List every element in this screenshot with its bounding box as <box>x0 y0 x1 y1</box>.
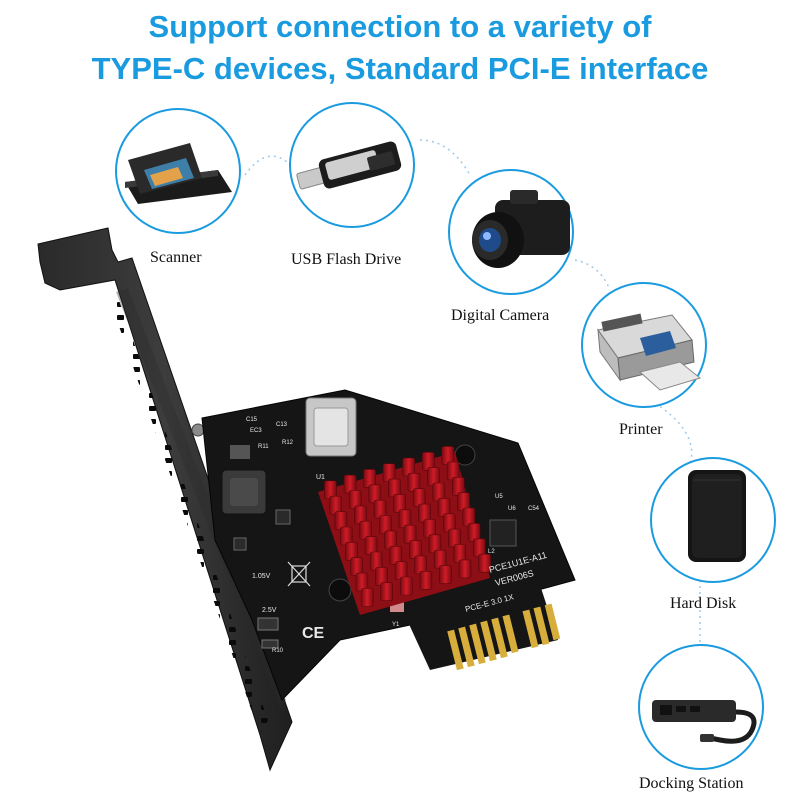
silk-r12: R12 <box>282 440 294 446</box>
gold-contacts <box>447 603 561 671</box>
hard-disk-icon <box>688 470 746 562</box>
scanner-circle <box>115 108 241 234</box>
device-label-hard-disk: Hard Disk <box>670 595 737 612</box>
silk-c13: C13 <box>276 422 288 428</box>
device-label-digital-camera: Digital Camera <box>451 307 550 324</box>
heatsink-fin <box>399 576 413 596</box>
heatsink-fin <box>360 588 374 607</box>
headline-line-1: Support connection to a variety of <box>148 9 652 44</box>
printer-circle <box>581 282 707 408</box>
heatsink <box>318 446 491 615</box>
voltage-label-1: 1.05V <box>252 573 271 580</box>
silk-c54: C54 <box>528 506 540 512</box>
silk-u6: U6 <box>508 506 516 512</box>
silk-u5: U5 <box>495 494 503 500</box>
headline: Support connection to a variety of TYPE-… <box>0 6 800 90</box>
pcie-bracket <box>37 227 293 772</box>
docking-station-circle <box>638 644 764 770</box>
ce-mark: CE <box>302 625 325 642</box>
pcb-board: C15 EC3 C13 R11 R12 U1 L2 U5 U6 C54 Y1 R… <box>201 389 576 701</box>
heatsink-fin <box>458 559 472 579</box>
usb-flash-drive-circle <box>289 102 415 228</box>
heatsink-fin <box>419 570 433 590</box>
hard-disk-circle <box>650 457 776 583</box>
voltage-label-2: 2.5V <box>262 607 277 614</box>
device-label-docking-station: Docking Station <box>639 775 744 792</box>
printer-icon <box>597 313 702 391</box>
scanner-icon <box>125 143 232 204</box>
silk-ec3: EC3 <box>250 428 262 434</box>
usb-flash-drive-icon <box>296 141 402 190</box>
device-label-usb-flash-drive: USB Flash Drive <box>291 251 402 268</box>
weee-bin-icon <box>287 561 311 587</box>
device-label-printer: Printer <box>619 421 663 438</box>
digital-camera-icon <box>472 190 570 268</box>
heatsink-fin <box>478 553 491 573</box>
silk-r11: R11 <box>258 444 269 450</box>
digital-camera-circle <box>448 169 574 295</box>
silk-c15: C15 <box>246 417 258 423</box>
heatsink-fin <box>439 565 452 584</box>
heatsink-fin <box>380 582 394 602</box>
silk-u1: U1 <box>316 474 325 481</box>
headline-line-2: TYPE-C devices, Standard PCI-E interface <box>91 51 709 86</box>
silk-l2: L2 <box>488 549 495 555</box>
device-label-scanner: Scanner <box>150 249 202 266</box>
silk-r10: R10 <box>272 648 284 654</box>
docking-station-icon <box>652 700 757 744</box>
silk-y1: Y1 <box>392 622 400 628</box>
